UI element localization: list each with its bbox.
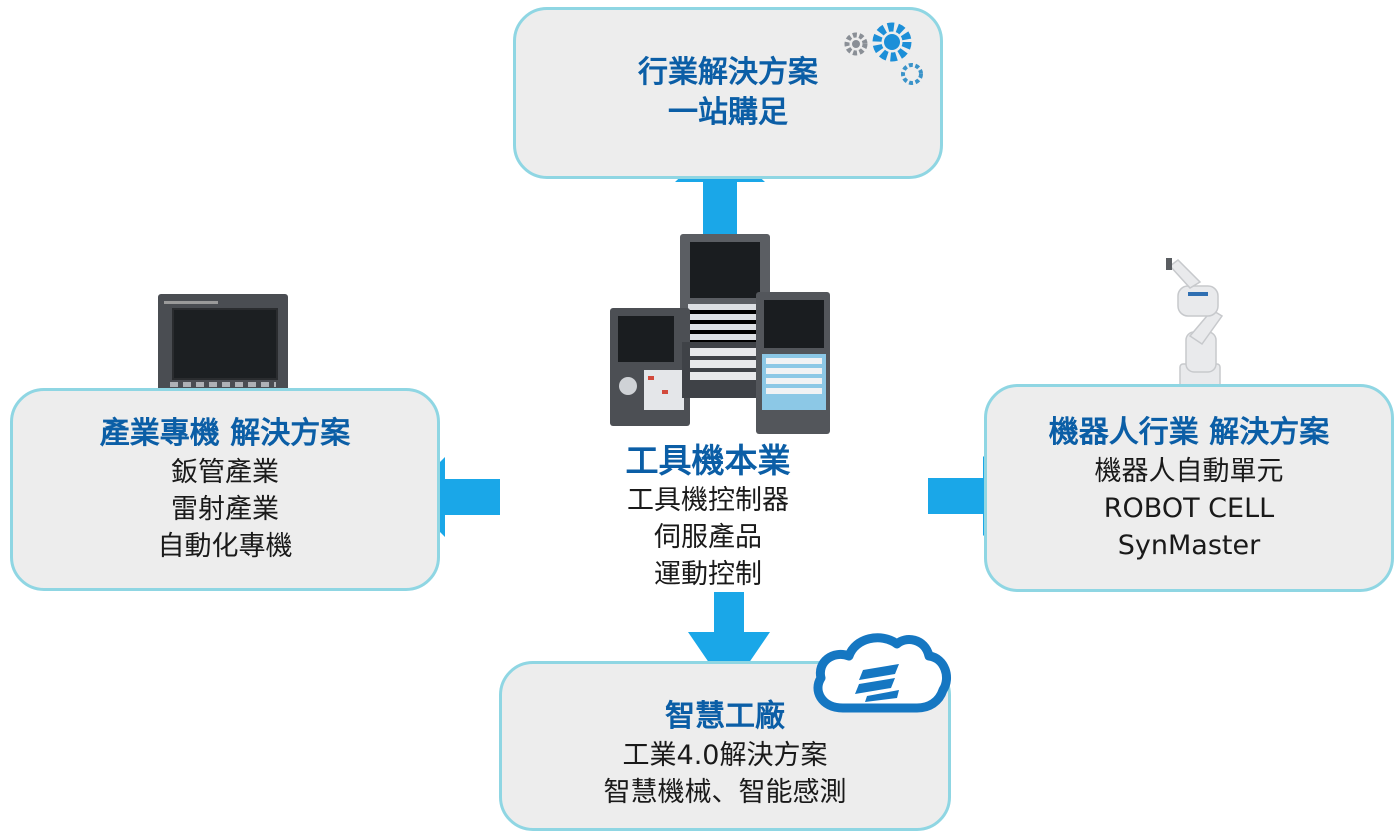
top-box-title-line2: 一站購足 <box>668 95 788 130</box>
right-box-item: 機器人自動單元 <box>1094 455 1284 487</box>
right-box-item: SynMaster <box>1117 529 1261 561</box>
right-box-item: ROBOT CELL <box>1103 492 1275 524</box>
industry-machine-box: 產業專機 解決方案 鈑管產業 雷射產業 自動化專機 <box>10 388 440 591</box>
center-item: 運動控制 <box>654 559 762 590</box>
center-title: 工具機本業 <box>625 441 791 480</box>
left-box-item: 雷射產業 <box>171 494 279 525</box>
robot-arm-image <box>1166 258 1224 393</box>
bottom-box-title: 智慧工廠 <box>665 699 785 734</box>
left-box-item: 鈑管產業 <box>171 457 279 488</box>
top-solution-box: 行業解決方案 一站購足 <box>513 7 943 179</box>
left-box-title: 產業專機 解決方案 <box>99 416 351 451</box>
arrow-down <box>688 592 770 692</box>
top-box-title-line1: 行業解決方案 <box>638 55 818 90</box>
center-item: 伺服產品 <box>654 522 762 553</box>
left-box-item: 自動化專機 <box>157 531 293 562</box>
industrial-monitor-image <box>158 294 288 394</box>
cloud-icon <box>813 633 951 713</box>
core-business: 工具機本業 工具機控制器 伺服產品 運動控制 <box>568 440 848 593</box>
cnc-controller-image <box>610 234 830 434</box>
center-item: 工具機控制器 <box>627 485 789 516</box>
bottom-box-item: 工業4.0解決方案 <box>622 740 828 771</box>
gears-icon <box>844 22 923 85</box>
bottom-box-item: 智慧機械、智能感測 <box>603 777 847 808</box>
right-box-title: 機器人行業 解決方案 <box>1048 414 1330 450</box>
robot-industry-box: 機器人行業 解決方案 機器人自動單元 ROBOT CELL SynMaster <box>984 384 1394 592</box>
